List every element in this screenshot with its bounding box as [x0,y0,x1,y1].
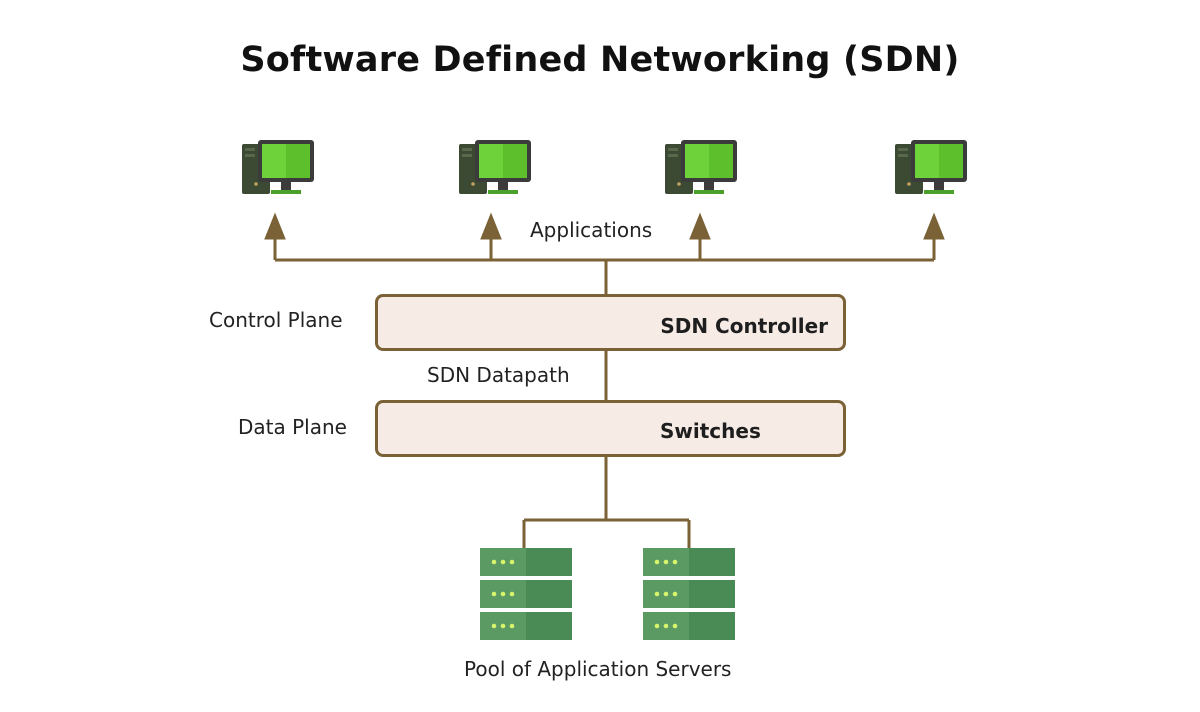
sdn-controller-box: SDN Controller [375,294,846,351]
desktop-computer-icon [895,140,967,194]
applications-label: Applications [530,218,653,242]
desktop-computer-icon [665,140,737,194]
control-plane-label: Control Plane [209,308,343,332]
server-rack-icon [480,548,572,640]
data-plane-label: Data Plane [238,415,347,439]
diagram-title: Software Defined Networking (SDN) [240,40,960,80]
desktop-computer-icon [459,140,531,194]
switches-box: Switches [375,400,846,457]
switches-label: Switches [660,419,761,443]
sdn-controller-label: SDN Controller [660,314,828,338]
sdn-datapath-label: SDN Datapath [427,363,570,387]
desktop-computer-icon [242,140,314,194]
server-pool-label: Pool of Application Servers [464,657,732,681]
server-rack-icon [643,548,735,640]
